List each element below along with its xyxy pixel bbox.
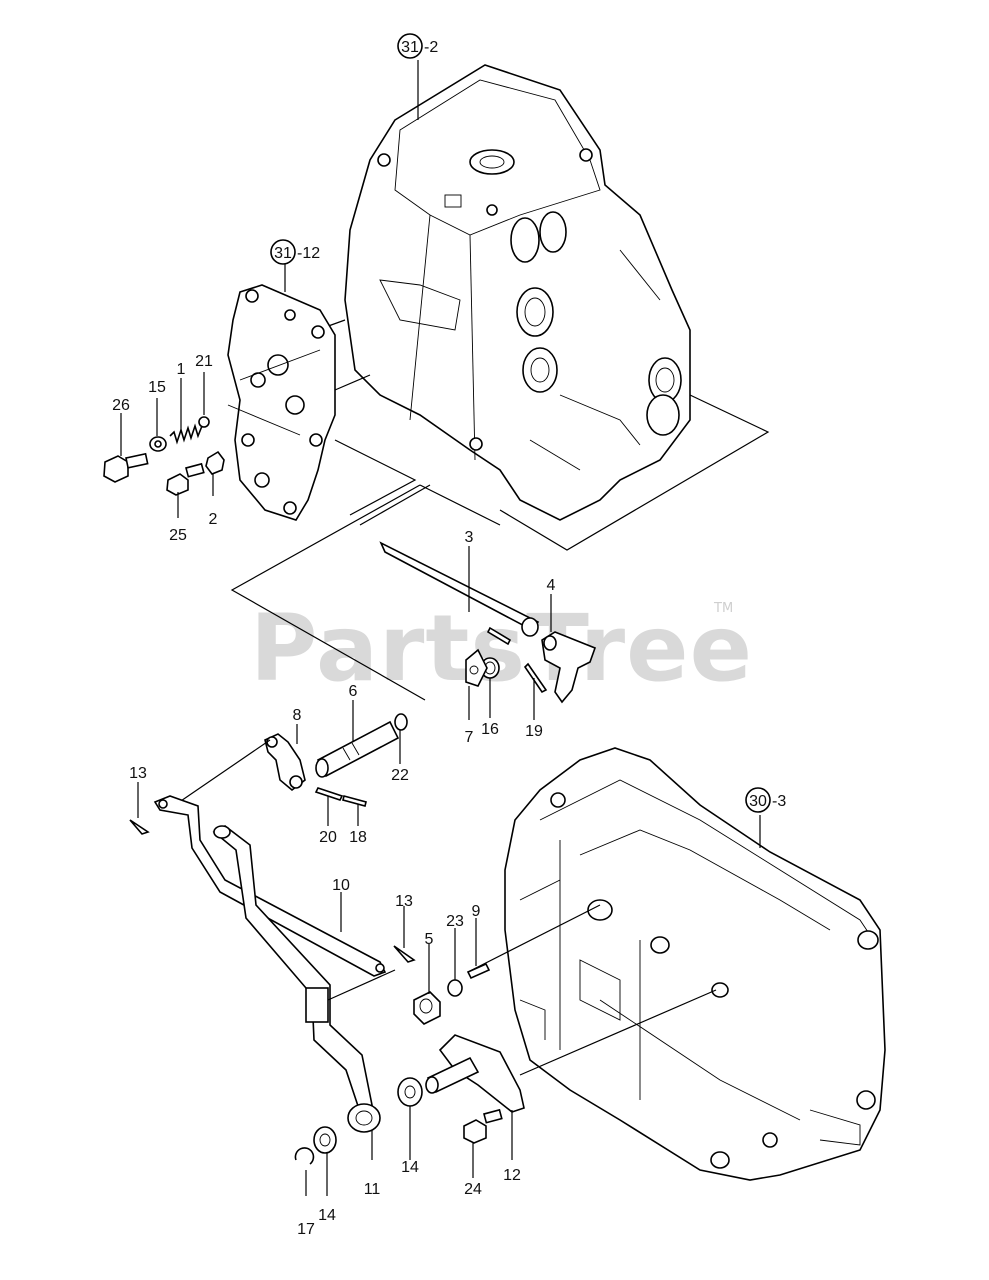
side-cover — [227, 284, 336, 521]
svg-text:-3: -3 — [772, 793, 786, 810]
callout-7: 7 — [465, 729, 474, 746]
projection-line — [230, 484, 426, 701]
svg-text:30: 30 — [749, 793, 767, 810]
callout-8: 8 — [293, 707, 302, 724]
pin-18 — [342, 795, 367, 807]
projection-line — [334, 374, 371, 391]
callout-22: 22 — [391, 767, 409, 784]
callout-5: 5 — [425, 931, 434, 948]
shift-arm-7 — [465, 648, 488, 687]
pin-9 — [466, 962, 491, 980]
callout-14b: 14 — [318, 1207, 336, 1224]
shift-fork-4 — [541, 631, 597, 704]
watermark-trademark: TM — [713, 601, 733, 616]
assembly-ref-30-3: 30 -3 — [745, 787, 786, 813]
callout-2: 2 — [209, 511, 218, 528]
projection-line — [519, 989, 717, 1076]
callout-10: 10 — [332, 877, 350, 894]
callout-24: 24 — [464, 1181, 482, 1198]
clip-17 — [294, 1147, 315, 1165]
callout-3: 3 — [465, 529, 474, 546]
lower-transmission-case — [504, 747, 886, 1181]
shaft-6 — [315, 720, 400, 778]
o-ring-22 — [394, 713, 408, 731]
roll-pin — [486, 626, 512, 646]
callout-20: 20 — [319, 829, 337, 846]
projection-line — [359, 484, 431, 526]
washer-15 — [149, 436, 167, 452]
callout-12: 12 — [503, 1167, 521, 1184]
upper-transmission-case — [344, 64, 691, 521]
projection-line — [419, 484, 501, 526]
bolt-25 — [166, 462, 205, 496]
projection-line — [327, 969, 396, 1001]
callout-4: 4 — [547, 577, 556, 594]
callout-13b: 13 — [395, 893, 413, 910]
washer-14b — [313, 1126, 337, 1154]
leader-lines — [120, 60, 761, 1196]
projection-line — [174, 739, 271, 806]
callout-18: 18 — [349, 829, 367, 846]
callout-16: 16 — [481, 721, 499, 738]
washer-14a — [397, 1077, 423, 1107]
callout-1: 1 — [177, 361, 186, 378]
linkage-rod-10 — [153, 795, 387, 977]
svg-text:-2: -2 — [424, 39, 438, 56]
shift-rod-3 — [379, 541, 540, 637]
spring-1 — [169, 423, 203, 445]
detent-2 — [205, 450, 225, 475]
svg-text:31: 31 — [274, 245, 292, 262]
projection-line — [334, 439, 417, 516]
shift-lever-11 — [212, 825, 381, 1133]
assembly-ref-31-2: 31 -2 — [397, 33, 438, 59]
callout-13a: 13 — [129, 765, 147, 782]
callout-19: 19 — [525, 723, 543, 740]
callout-labels: 1 2 3 4 5 6 7 8 9 10 11 12 13 13 14 14 1… — [112, 353, 555, 1238]
callout-25: 25 — [169, 527, 187, 544]
projection-line — [499, 394, 770, 551]
plug-5 — [413, 991, 441, 1025]
callout-11: 11 — [364, 1181, 381, 1198]
bolt-26 — [103, 452, 149, 483]
cotter-pin-13a — [129, 819, 150, 835]
bolt-24 — [463, 1108, 503, 1144]
ball-21 — [198, 416, 210, 428]
cotter-pin-13b — [393, 945, 416, 963]
callout-14a: 14 — [401, 1159, 419, 1176]
assembly-ref-31-12: 31 -12 — [270, 239, 320, 265]
o-ring-23 — [447, 979, 463, 997]
projection-line — [467, 904, 601, 973]
pin-20 — [314, 787, 344, 801]
svg-text:31: 31 — [401, 39, 419, 56]
svg-text:-12: -12 — [297, 245, 320, 262]
callout-21: 21 — [195, 353, 213, 370]
callout-9: 9 — [472, 903, 481, 920]
lever-8 — [264, 733, 306, 792]
plate-12 — [425, 1034, 525, 1113]
callout-17: 17 — [297, 1221, 315, 1238]
callout-6: 6 — [349, 683, 358, 700]
callout-26: 26 — [112, 397, 130, 414]
pin-19 — [523, 662, 548, 694]
callout-23: 23 — [446, 913, 464, 930]
callout-15: 15 — [148, 379, 166, 396]
